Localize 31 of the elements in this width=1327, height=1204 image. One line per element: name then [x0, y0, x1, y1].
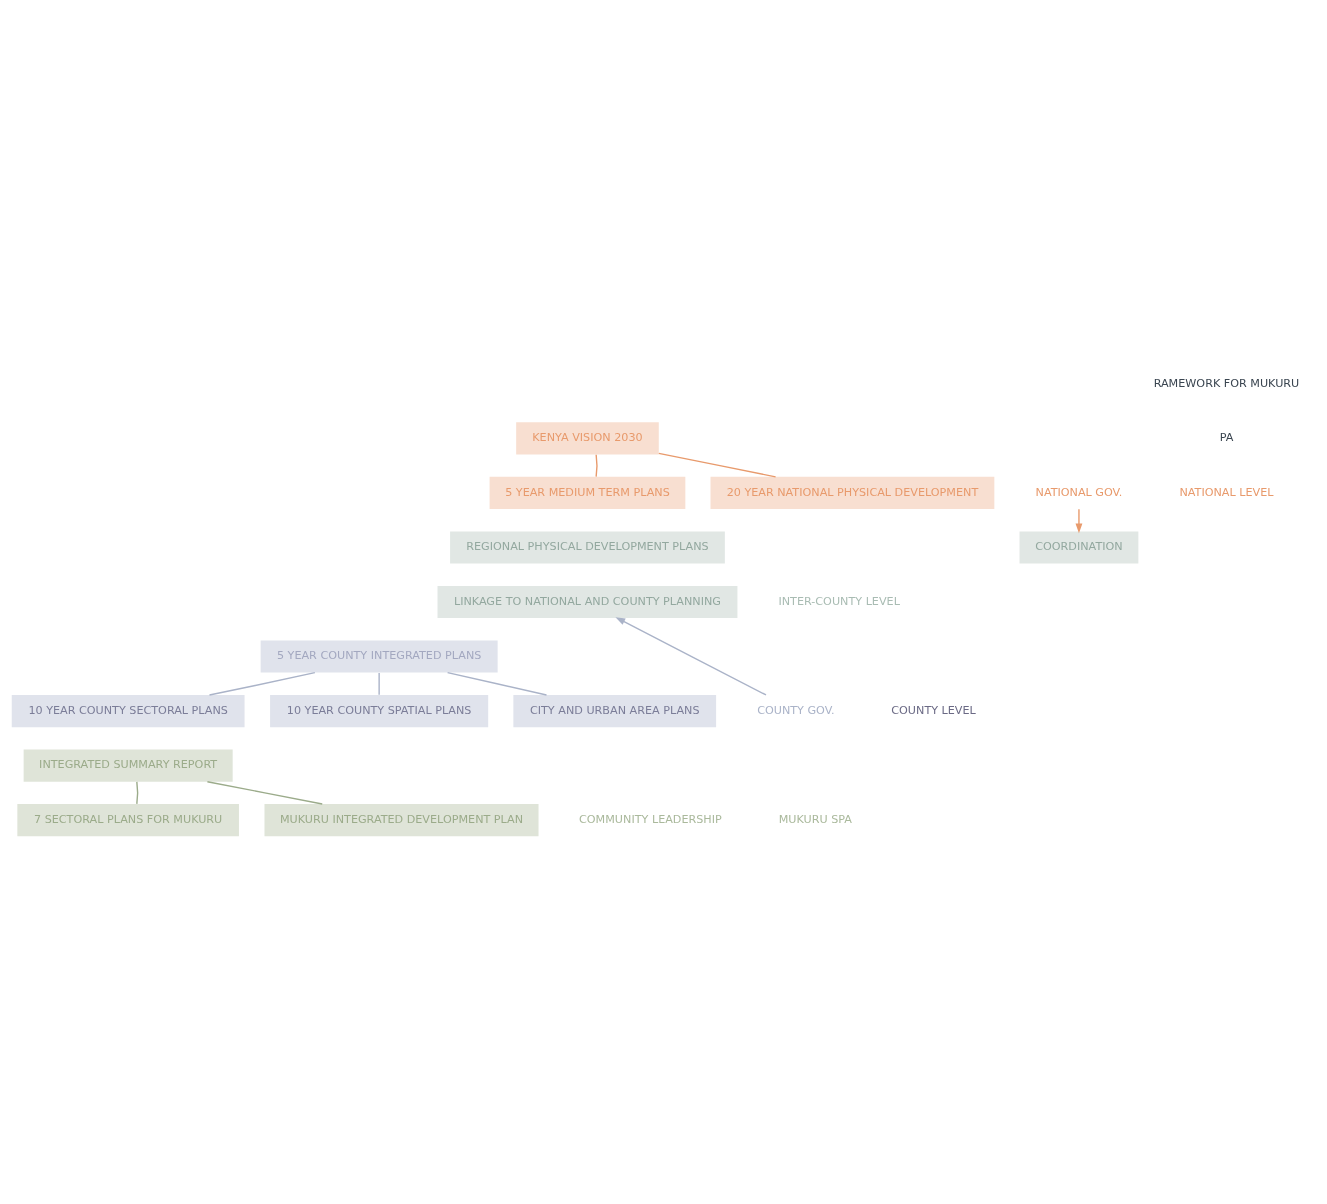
node-box: LINKAGE TO NATIONAL AND COUNTY PLANNING: [437, 585, 738, 619]
connector: [206, 781, 323, 805]
node-box: 10 YEAR COUNTY SPATIAL PLANS: [270, 695, 489, 728]
connector: [658, 452, 777, 478]
node-box: 7 SECTORAL PLANS FOR MUKURU: [17, 804, 239, 837]
node-box: REGIONAL PHYSICAL DEVELOPMENT PLANS: [450, 531, 725, 564]
node-box: COORDINATION: [1019, 531, 1139, 564]
label: COUNTY LEVEL: [891, 703, 976, 717]
label: NATIONAL LEVEL: [1179, 485, 1274, 499]
node-text: COUNTY GOV.: [757, 703, 835, 717]
node-text: NATIONAL GOV.: [1035, 485, 1123, 499]
label: PA: [1219, 431, 1234, 445]
node-box: CITY AND URBAN AREA PLANS: [513, 695, 717, 728]
arrow: [1075, 508, 1083, 534]
node-box: MUKURU INTEGRATED DEVELOPMENT PLAN: [264, 804, 539, 837]
node-box: KENYA VISION 2030: [516, 422, 659, 455]
label: INTER-COUNTY LEVEL: [778, 594, 900, 608]
node-box: INTEGRATED SUMMARY REPORT: [23, 749, 233, 782]
connector: [378, 672, 380, 696]
connector: [446, 671, 548, 696]
node-box: 5 YEAR COUNTY INTEGRATED PLANS: [260, 640, 498, 673]
label: MUKURU SPA: [778, 812, 853, 826]
node-box: 10 YEAR COUNTY SECTORAL PLANS: [11, 695, 245, 728]
connector: [595, 454, 598, 478]
arrow: [615, 617, 767, 696]
connector: [136, 781, 139, 805]
connector: [208, 671, 316, 696]
node-box: 20 YEAR NATIONAL PHYSICAL DEVELOPMENT: [710, 476, 995, 509]
label: RAMEWORK FOR MUKURU: [1153, 376, 1300, 390]
node-box: 5 YEAR MEDIUM TERM PLANS: [489, 476, 686, 509]
node-text: COMMUNITY LEADERSHIP: [579, 812, 722, 826]
